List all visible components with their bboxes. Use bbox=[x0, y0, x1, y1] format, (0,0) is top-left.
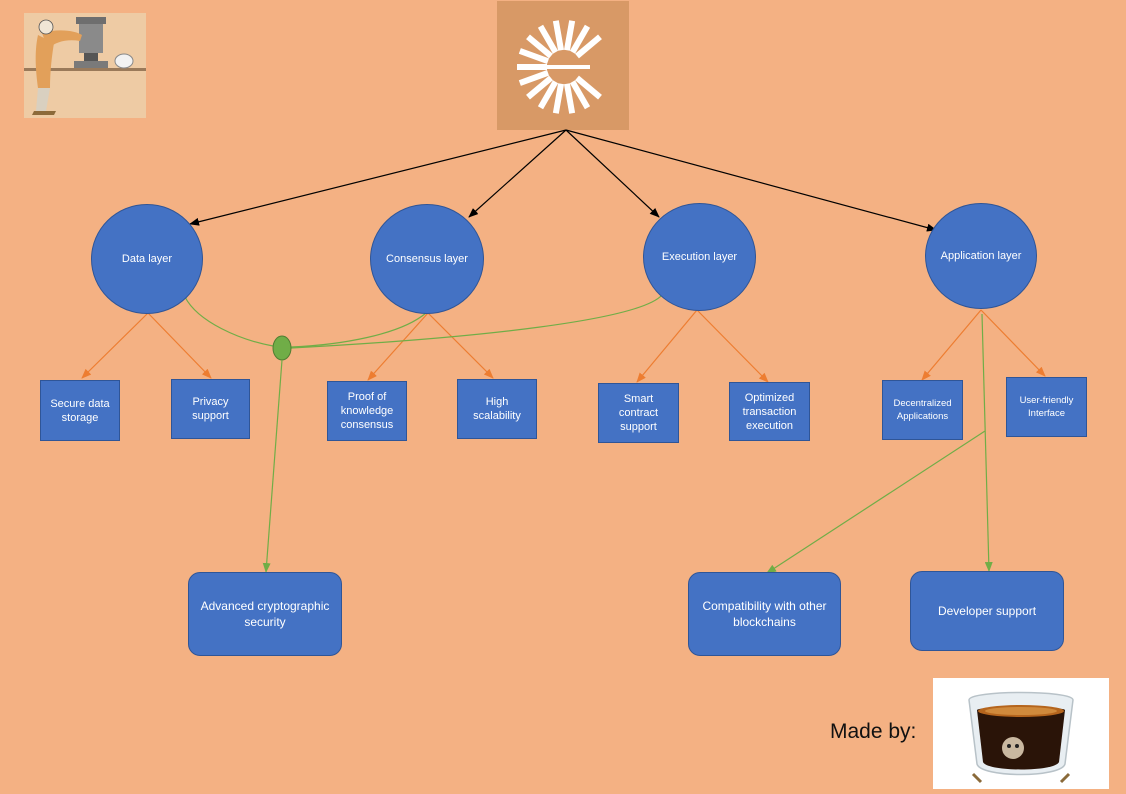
feature-label: Decentralized Applications bbox=[893, 398, 952, 422]
edge-root-data bbox=[189, 129, 567, 226]
feature-proof-of-knowledge: Proof of knowledge consensus bbox=[327, 381, 407, 441]
edge-application-dapps bbox=[921, 309, 982, 381]
junction-node bbox=[272, 335, 292, 361]
edge-application-compat bbox=[766, 430, 986, 574]
outcome-label: Advanced cryptographic security bbox=[200, 599, 330, 629]
sunburst-logo-icon bbox=[517, 20, 602, 114]
root-logo bbox=[497, 1, 629, 130]
outcome-compatibility: Compatibility with other blockchains bbox=[688, 572, 841, 656]
feature-label: Optimized transaction execution bbox=[742, 391, 797, 432]
feature-optimized-execution: Optimized transaction execution bbox=[729, 382, 810, 441]
layer-application: Application layer bbox=[925, 203, 1037, 309]
layer-data: Data layer bbox=[91, 204, 203, 314]
edge-root-execution bbox=[565, 129, 660, 218]
edge-data-privacy bbox=[147, 312, 212, 379]
layer-execution: Execution layer bbox=[643, 203, 756, 311]
outcome-developer-support: Developer support bbox=[910, 571, 1064, 651]
coffee-machine-illustration-icon bbox=[24, 13, 146, 118]
layer-consensus-label: Consensus layer bbox=[386, 252, 468, 265]
espresso-cup-photo-icon bbox=[933, 678, 1109, 789]
outcome-label: Compatibility with other blockchains bbox=[702, 599, 827, 629]
feature-label: Proof of knowledge consensus bbox=[340, 391, 394, 431]
layer-execution-label: Execution layer bbox=[661, 250, 738, 263]
made-by-label: Made by: bbox=[830, 720, 917, 743]
edge-root-application bbox=[565, 129, 937, 232]
feature-smart-contract-support: Smart contract support bbox=[598, 383, 679, 443]
feature-privacy-support: Privacy support bbox=[171, 379, 250, 439]
layer-data-label: Data layer bbox=[121, 252, 173, 265]
edge-root-consensus bbox=[468, 129, 567, 218]
feature-user-friendly-interface: User-friendly Interface bbox=[1006, 377, 1087, 437]
feature-label: User-friendly Interface bbox=[1019, 395, 1074, 419]
edge-application-ui bbox=[980, 309, 1046, 377]
feature-decentralized-apps: Decentralized Applications bbox=[882, 380, 963, 440]
edge-consensus-junction bbox=[290, 312, 427, 348]
layer-application-label: Application layer bbox=[940, 249, 1022, 262]
edge-consensus-scalability bbox=[427, 312, 494, 379]
edge-execution-smart bbox=[636, 309, 698, 383]
edge-application-developer bbox=[981, 313, 993, 572]
feature-label: Privacy support bbox=[192, 396, 229, 422]
feature-label: Smart contract support bbox=[618, 393, 659, 433]
edge-execution-junction bbox=[290, 294, 663, 349]
feature-label: Secure data storage bbox=[50, 397, 110, 424]
outcome-advanced-security: Advanced cryptographic security bbox=[188, 572, 342, 656]
feature-high-scalability: High scalability bbox=[457, 379, 537, 439]
edge-data-junction bbox=[184, 296, 274, 347]
edge-data-storage bbox=[81, 312, 149, 379]
feature-secure-data-storage: Secure data storage bbox=[40, 380, 120, 441]
feature-label: High scalability bbox=[473, 396, 521, 422]
edge-execution-optimized bbox=[696, 309, 769, 383]
edge-junction-security bbox=[262, 359, 283, 573]
layer-consensus: Consensus layer bbox=[370, 204, 484, 314]
edge-consensus-proof bbox=[367, 312, 429, 381]
outcome-label: Developer support bbox=[937, 604, 1037, 618]
